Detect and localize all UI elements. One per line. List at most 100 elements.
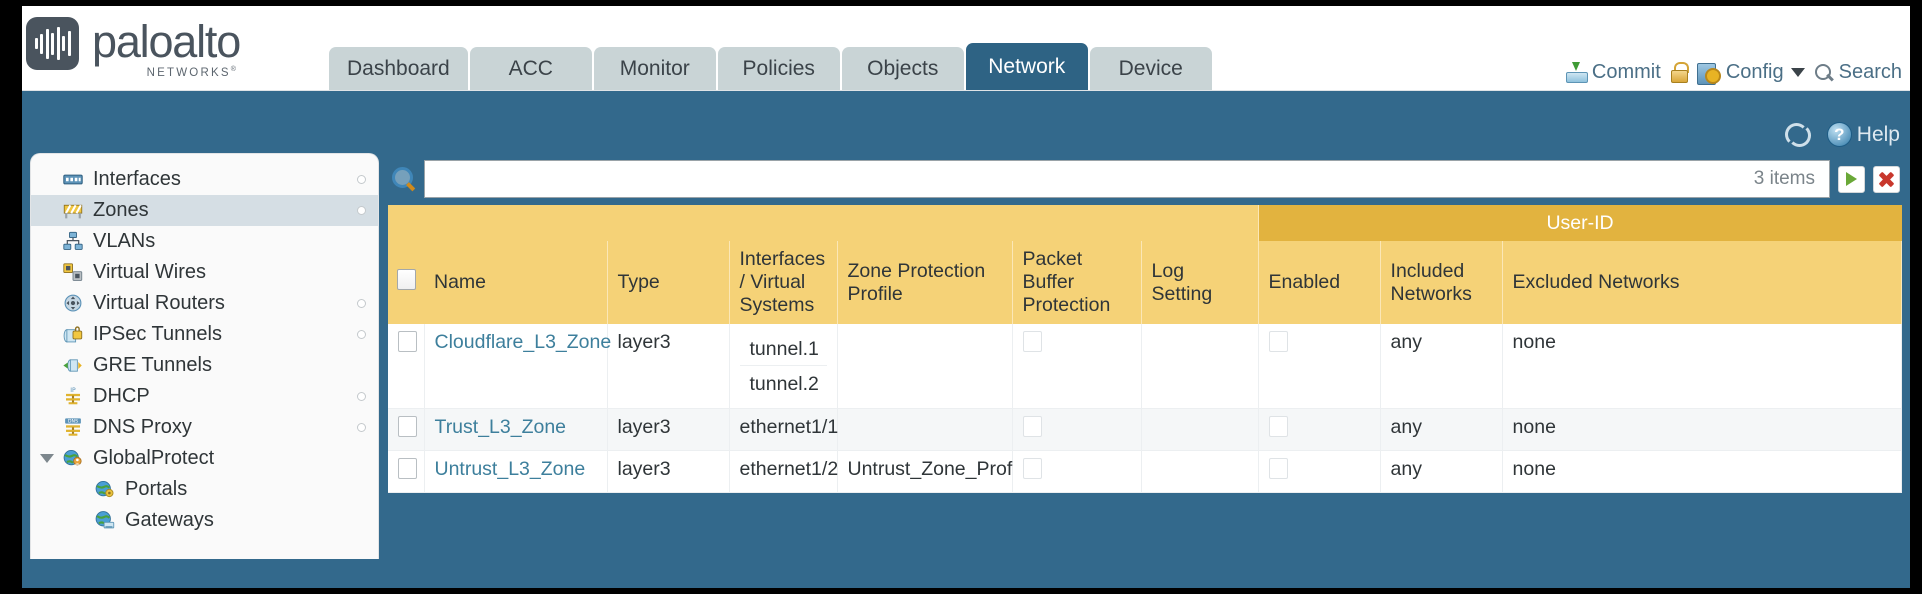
column-header-type[interactable]: Type	[607, 241, 730, 324]
dhcp-icon: IP	[66, 387, 80, 405]
group-header-spacer	[388, 205, 1259, 241]
refresh-sync-icon[interactable]	[1784, 122, 1811, 147]
row-checkbox[interactable]	[398, 331, 417, 352]
search-magnifier-icon[interactable]	[390, 166, 416, 192]
search-input[interactable]	[435, 168, 1754, 190]
packet-buffer-protection-checkbox[interactable]	[1022, 458, 1042, 479]
sidebar-item-globalprotect[interactable]: GlobalProtect	[31, 443, 378, 474]
sidebar-item-label: Virtual Wires	[93, 261, 206, 283]
userid-enabled-checkbox[interactable]	[1268, 416, 1288, 437]
packet-buffer-protection-checkbox[interactable]	[1022, 416, 1042, 437]
config-wrench-icon	[1696, 62, 1721, 85]
table-row[interactable]: Trust_L3_Zone layer3 ethernet1/1 any	[388, 408, 1903, 451]
status-dot	[357, 392, 366, 401]
row-select-cell	[388, 408, 425, 451]
select-all-header	[388, 241, 424, 324]
column-header-interfaces[interactable]: Interfaces / Virtual Systems	[729, 241, 838, 324]
cell-type: layer3	[607, 324, 730, 409]
collapse-triangle-icon[interactable]	[40, 454, 54, 463]
padlock-icon[interactable]	[1670, 62, 1689, 83]
tab-monitor[interactable]: Monitor	[593, 47, 716, 90]
table-header-row: Name Type Interfaces / Virtual Systems Z…	[388, 241, 1903, 324]
sidebar-item-portals[interactable]: Portals	[31, 474, 378, 505]
cell-zone-protection-profile	[837, 324, 1013, 409]
sidebar-item-dns-proxy[interactable]: DNS DNS Proxy	[31, 412, 378, 443]
zones-barrier-icon	[63, 204, 83, 219]
cell-zone-protection-profile: Untrust_Zone_Prof	[837, 450, 1013, 493]
column-header-name[interactable]: Name	[424, 241, 608, 324]
arrow-right-green-icon	[1846, 172, 1857, 186]
table-row[interactable]: Cloudflare_L3_Zone layer3 tunnel.1 tunne…	[388, 324, 1903, 409]
tab-dashboard[interactable]: Dashboard	[329, 47, 468, 90]
tab-device[interactable]: Device	[1089, 47, 1212, 90]
cell-log-setting	[1141, 408, 1259, 451]
sidebar-item-gre-tunnels[interactable]: GRE Tunnels	[31, 350, 378, 381]
sidebar-item-label: GlobalProtect	[93, 447, 215, 469]
cell-zone-protection-profile	[837, 408, 1013, 451]
table-row[interactable]: Untrust_L3_Zone layer3 ethernet1/2 Untru…	[388, 450, 1903, 493]
cell-packet-buffer-protection	[1012, 408, 1142, 451]
row-checkbox[interactable]	[398, 458, 417, 479]
userid-enabled-checkbox[interactable]	[1268, 331, 1288, 352]
sidebar-item-virtual-routers[interactable]: Virtual Routers	[31, 288, 378, 319]
userid-enabled-checkbox[interactable]	[1268, 458, 1288, 479]
commit-button[interactable]: Commit	[1565, 61, 1661, 84]
sidebar-item-dhcp[interactable]: IP DHCP	[31, 381, 378, 412]
column-header-excluded-networks[interactable]: Excluded Networks	[1502, 241, 1903, 324]
status-dot	[357, 175, 366, 184]
cell-interfaces: ethernet1/1	[729, 408, 838, 451]
column-header-packet-buffer-protection[interactable]: Packet Buffer Protection	[1012, 241, 1142, 324]
sidebar-item-zones[interactable]: Zones	[31, 195, 378, 226]
brand-logo: paloalto NETWORKS®	[26, 17, 241, 79]
tab-acc[interactable]: ACC	[469, 47, 592, 90]
sidebar-item-label: Portals	[125, 478, 188, 500]
config-label: Config	[1725, 61, 1784, 83]
column-header-log-setting[interactable]: Log Setting	[1141, 241, 1259, 324]
tab-network[interactable]: Network	[965, 43, 1088, 90]
zone-name-link[interactable]: Trust_L3_Zone	[434, 416, 567, 438]
tab-policies[interactable]: Policies	[717, 47, 840, 90]
sidebar-item-virtual-wires[interactable]: Virtual Wires	[31, 257, 378, 288]
tab-objects[interactable]: Objects	[841, 47, 964, 90]
virtual-wires-icon	[63, 263, 83, 281]
clear-filter-button[interactable]	[1873, 165, 1900, 193]
config-menu-button[interactable]: Config	[1696, 61, 1805, 85]
zone-name-link[interactable]: Cloudflare_L3_Zone	[434, 331, 612, 353]
svg-text:DNS: DNS	[68, 419, 78, 425]
main-tab-bar: Dashboard ACC Monitor Policies Objects N…	[329, 43, 1212, 90]
help-button[interactable]: ? Help	[1826, 122, 1900, 147]
interfaces-icon	[63, 174, 83, 185]
top-bar: paloalto NETWORKS® Dashboard ACC Monitor…	[22, 6, 1910, 91]
sidebar-item-gateways[interactable]: Gateways	[31, 505, 378, 536]
firewall-web-ui: paloalto NETWORKS® Dashboard ACC Monitor…	[22, 6, 1910, 588]
status-dot	[357, 206, 366, 215]
packet-buffer-protection-checkbox[interactable]	[1022, 331, 1042, 352]
top-action-bar: Commit Config Search	[1565, 61, 1902, 85]
network-sidebar: Interfaces Zones VLANs	[30, 153, 379, 559]
column-header-included-networks[interactable]: Included Networks	[1380, 241, 1503, 324]
search-button[interactable]: Search	[1814, 61, 1902, 84]
interface-entry: tunnel.1	[739, 331, 827, 366]
cell-name: Cloudflare_L3_Zone	[424, 324, 611, 409]
column-header-zone-protection-profile[interactable]: Zone Protection Profile	[837, 241, 1013, 324]
cell-interfaces: tunnel.1 tunnel.2	[729, 324, 838, 409]
interface-entry: tunnel.2	[749, 373, 819, 395]
sidebar-item-vlans[interactable]: VLANs	[31, 226, 378, 257]
vlans-network-icon	[63, 231, 83, 250]
question-circle-icon: ?	[1826, 122, 1852, 147]
row-select-cell	[388, 324, 425, 409]
cell-userid-enabled	[1258, 408, 1381, 451]
cell-log-setting	[1141, 324, 1259, 409]
column-header-userid-enabled[interactable]: Enabled	[1258, 241, 1381, 324]
sidebar-item-label: DHCP	[93, 385, 150, 407]
sidebar-item-ipsec-tunnels[interactable]: IPSec Tunnels	[31, 319, 378, 350]
select-all-checkbox[interactable]	[397, 269, 416, 290]
group-header-userid: User-ID	[1258, 205, 1902, 241]
zone-name-link[interactable]: Untrust_L3_Zone	[434, 458, 586, 480]
band-action-group: ? Help	[1784, 122, 1900, 147]
row-select-cell	[388, 450, 425, 493]
sidebar-item-interfaces[interactable]: Interfaces	[31, 164, 378, 195]
status-dot	[357, 330, 366, 339]
row-checkbox[interactable]	[398, 416, 417, 437]
apply-filter-button[interactable]	[1838, 165, 1865, 193]
